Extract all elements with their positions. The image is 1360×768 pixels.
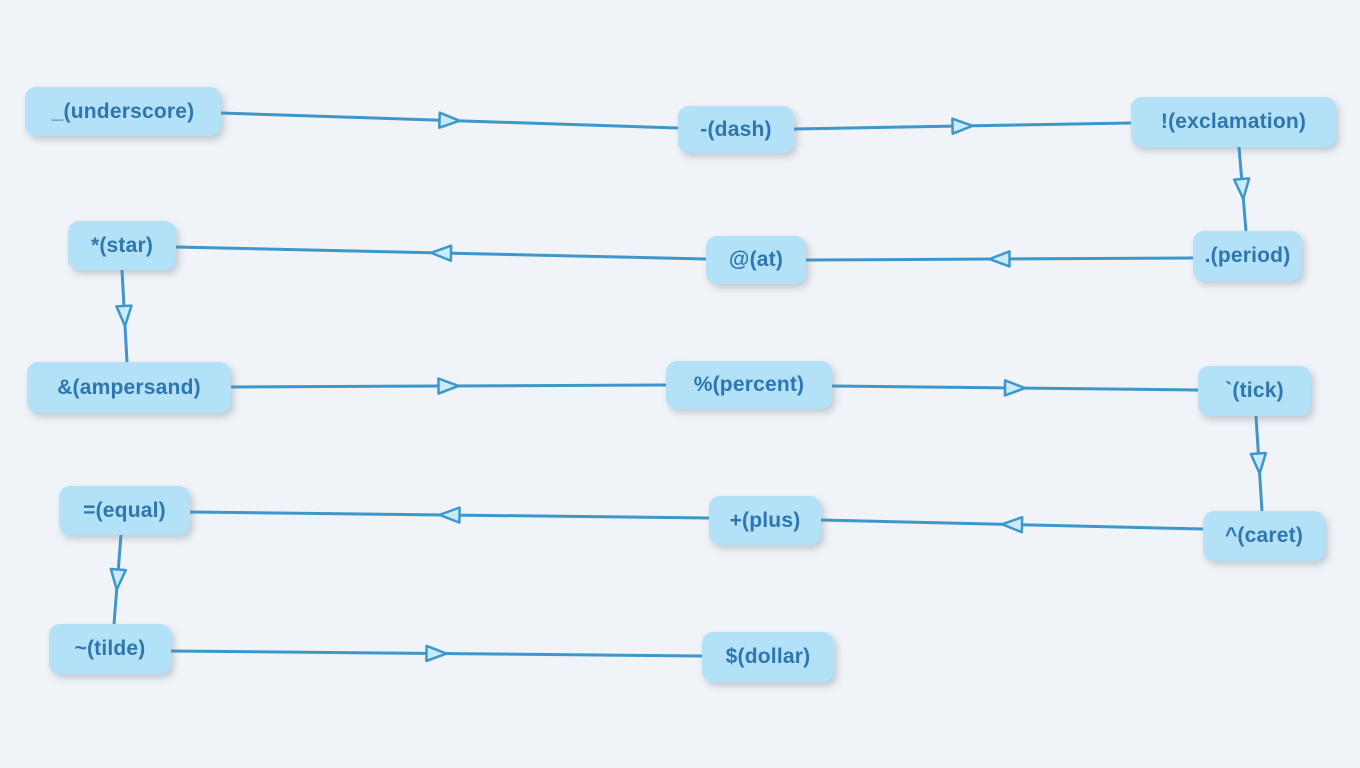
arrowhead-plus-equal <box>438 506 461 524</box>
node-plus[interactable]: +(plus) <box>709 496 821 545</box>
node-caret[interactable]: ^(caret) <box>1203 511 1325 561</box>
arrowhead-tilde-dollar <box>425 644 448 663</box>
arrowhead-star-ampersand <box>115 304 133 328</box>
node-label-tick: `(tick) <box>1225 379 1284 402</box>
node-underscore[interactable]: _(underscore) <box>25 87 221 136</box>
node-label-tilde: ~(tilde) <box>74 637 146 660</box>
node-percent[interactable]: %(percent) <box>666 361 832 409</box>
node-equal[interactable]: =(equal) <box>59 486 190 535</box>
node-dollar[interactable]: $(dollar) <box>702 632 834 682</box>
node-label-caret: ^(caret) <box>1224 524 1304 547</box>
arrowhead-tick-caret <box>1249 451 1268 475</box>
node-dash[interactable]: -(dash) <box>678 106 794 153</box>
node-label-star: *(star) <box>90 233 154 257</box>
arrowhead-underscore-dash <box>438 111 461 129</box>
node-ampersand[interactable]: &(ampersand) <box>27 362 231 413</box>
node-label-underscore: _(underscore) <box>51 99 195 123</box>
node-label-period: .(period) <box>1204 244 1291 267</box>
node-label-ampersand: &(ampersand) <box>57 375 201 399</box>
arrowhead-caret-plus <box>1000 515 1024 534</box>
node-label-plus: +(plus) <box>729 508 801 532</box>
node-label-equal: =(equal) <box>83 498 166 522</box>
arrowhead-equal-tilde <box>109 567 128 591</box>
node-label-dash: -(dash) <box>700 117 772 141</box>
node-tick[interactable]: `(tick) <box>1198 366 1311 416</box>
arrowhead-exclamation-period <box>1232 177 1251 201</box>
arrowhead-percent-tick <box>1003 379 1027 397</box>
node-star[interactable]: *(star) <box>68 221 176 270</box>
node-period[interactable]: .(period) <box>1193 231 1302 281</box>
node-label-at: @(at) <box>728 248 784 271</box>
node-label-dollar: $(dollar) <box>725 645 811 668</box>
node-at[interactable]: @(at) <box>706 236 806 284</box>
node-label-exclamation: !(exclamation) <box>1160 110 1307 133</box>
arrowhead-at-star <box>429 244 453 262</box>
arrowhead-dash-exclamation <box>951 117 974 135</box>
node-tilde[interactable]: ~(tilde) <box>49 624 171 674</box>
arrowhead-ampersand-percent <box>437 377 460 395</box>
node-exclamation[interactable]: !(exclamation) <box>1131 97 1336 147</box>
node-label-percent: %(percent) <box>693 373 805 396</box>
arrowhead-period-at <box>988 250 1011 268</box>
